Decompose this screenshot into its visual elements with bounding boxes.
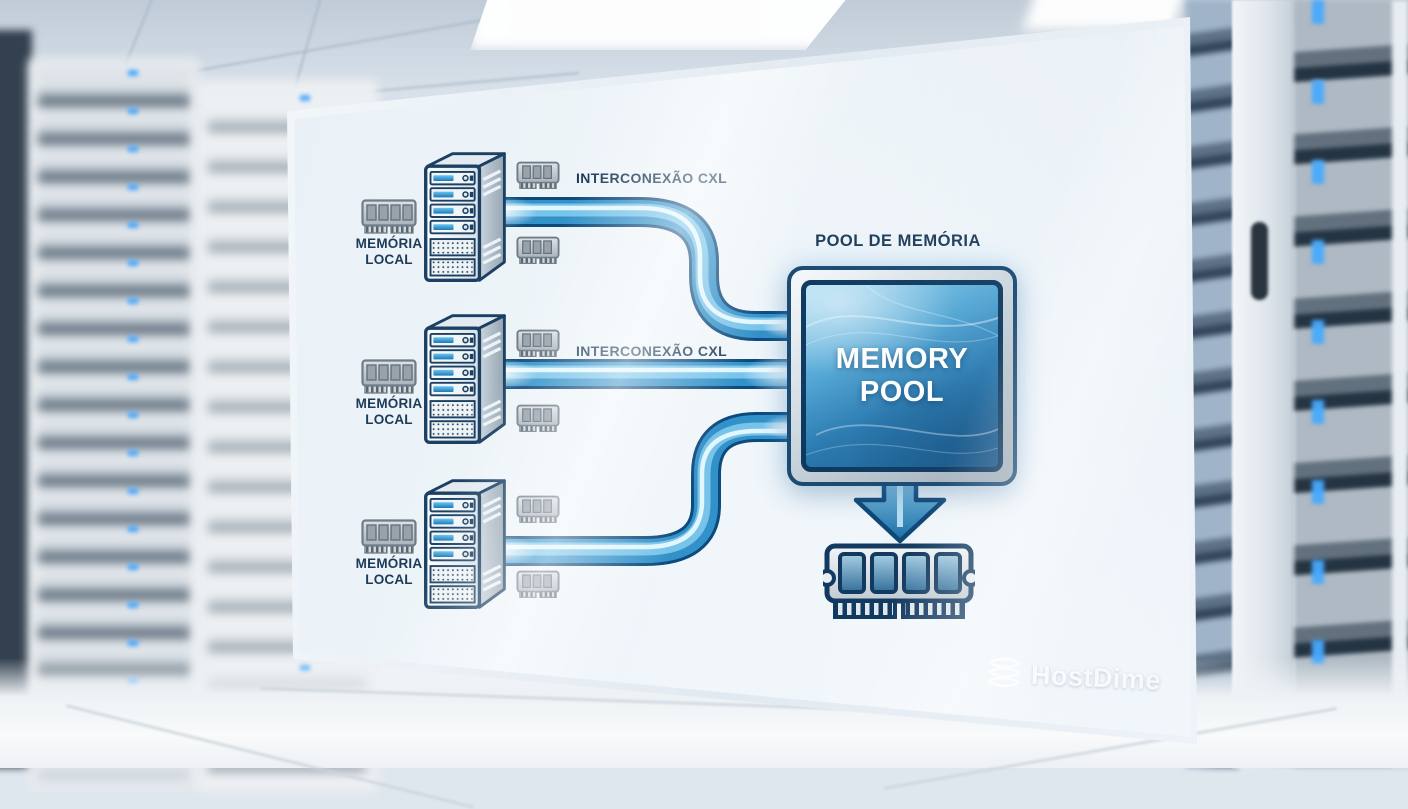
- rack-cabinet-pillar: [1232, 0, 1294, 768]
- ram-module-icon: [516, 570, 560, 599]
- ram-module-icon: [516, 404, 560, 433]
- cxl-interconnect-label: INTERCONEXÃO CXL: [576, 343, 728, 359]
- ram-module-icon: [516, 236, 560, 265]
- rack-led-strip: [128, 70, 138, 760]
- cabinet-handle: [1251, 222, 1268, 300]
- rack-led-strip: [1312, 0, 1324, 768]
- pool-title-label: POOL DE MEMÓRIA: [815, 232, 981, 250]
- ram-module-icon: [361, 199, 417, 235]
- ram-module-icon: [361, 519, 417, 555]
- ram-module-icon: [823, 543, 975, 619]
- memory-pool-text: MEMORY POOL: [835, 342, 969, 408]
- ram-module-icon: [361, 359, 417, 395]
- rack-frame-edge: [1392, 0, 1408, 768]
- server-tower-icon: [418, 146, 514, 288]
- ceiling-light: [470, 0, 860, 50]
- memory-pool-screen: MEMORY POOL: [801, 280, 1003, 472]
- ram-module-icon: [516, 329, 560, 358]
- memory-pool-box: MEMORY POOL: [787, 266, 1017, 486]
- hostdime-logo: HostDime: [985, 650, 1177, 705]
- server-tower-icon: [418, 308, 514, 450]
- brand-name: HostDime: [1030, 659, 1162, 696]
- stacked-layers-icon: [987, 657, 1021, 688]
- cxl-interconnect-label: INTERCONEXÃO CXL: [576, 170, 728, 186]
- ram-module-icon: [516, 161, 560, 190]
- ram-module-icon: [516, 495, 560, 524]
- server-rack-left-edge: [0, 30, 32, 768]
- server-tower-icon: [418, 473, 514, 615]
